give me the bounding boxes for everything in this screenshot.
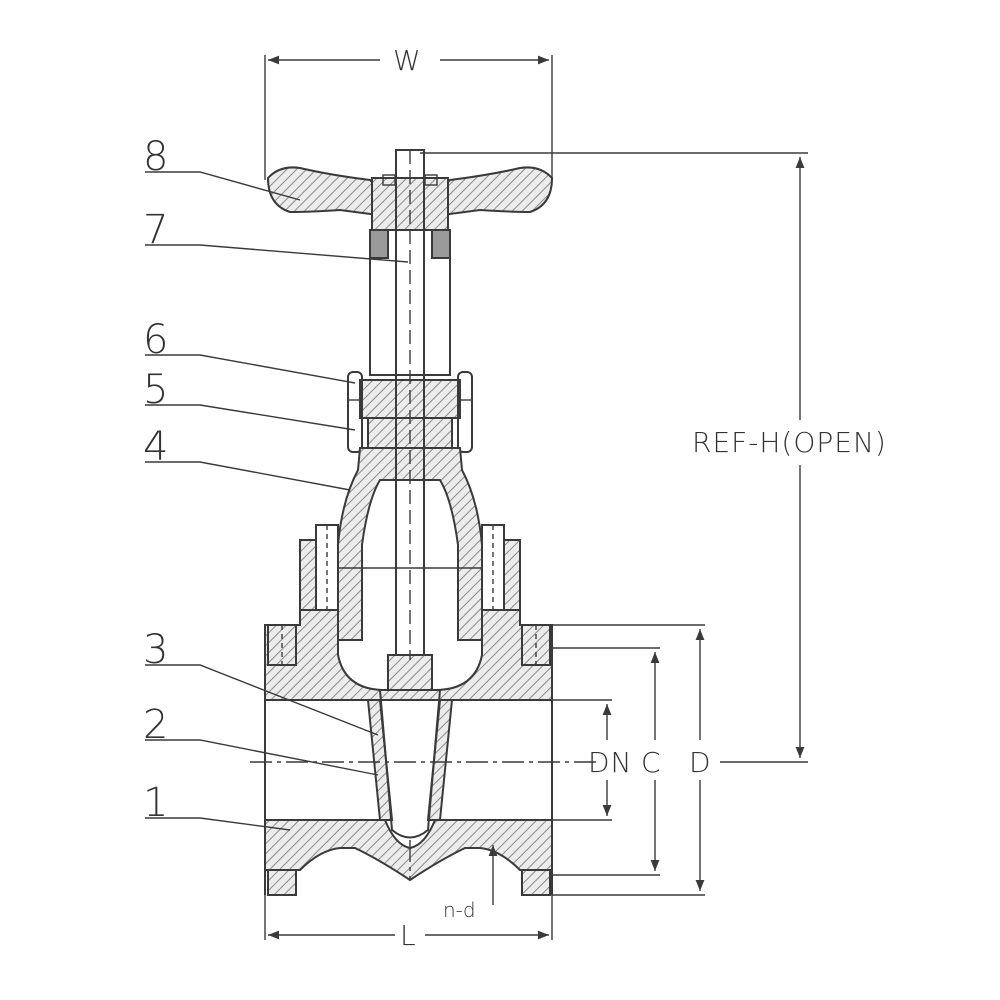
dimension-w-label: W <box>393 44 422 77</box>
dimension-lines <box>264 55 808 940</box>
dimension-n-d-label: n-d <box>443 898 476 922</box>
part-number-3: 3 <box>143 627 168 673</box>
leader-lines <box>145 171 409 831</box>
handwheel <box>266 166 554 231</box>
part-number-7: 7 <box>143 207 168 253</box>
valve-body <box>264 609 553 896</box>
part-number-4: 4 <box>143 424 168 470</box>
part-number-8: 8 <box>143 134 168 180</box>
part-number-2: 2 <box>143 702 168 748</box>
dimension-d-label: D <box>689 746 712 779</box>
part-number-6: 6 <box>143 317 168 363</box>
part-number-5: 5 <box>143 367 168 413</box>
part-number-1: 1 <box>143 780 168 826</box>
dimension-dn-label: DN <box>588 746 633 779</box>
stem <box>395 149 425 660</box>
wedge <box>366 654 454 839</box>
dimension-ref-h-label: REF-H(OPEN) <box>692 426 887 459</box>
dimension-c-label: C <box>641 746 662 779</box>
dimension-l-label: L <box>400 919 417 952</box>
